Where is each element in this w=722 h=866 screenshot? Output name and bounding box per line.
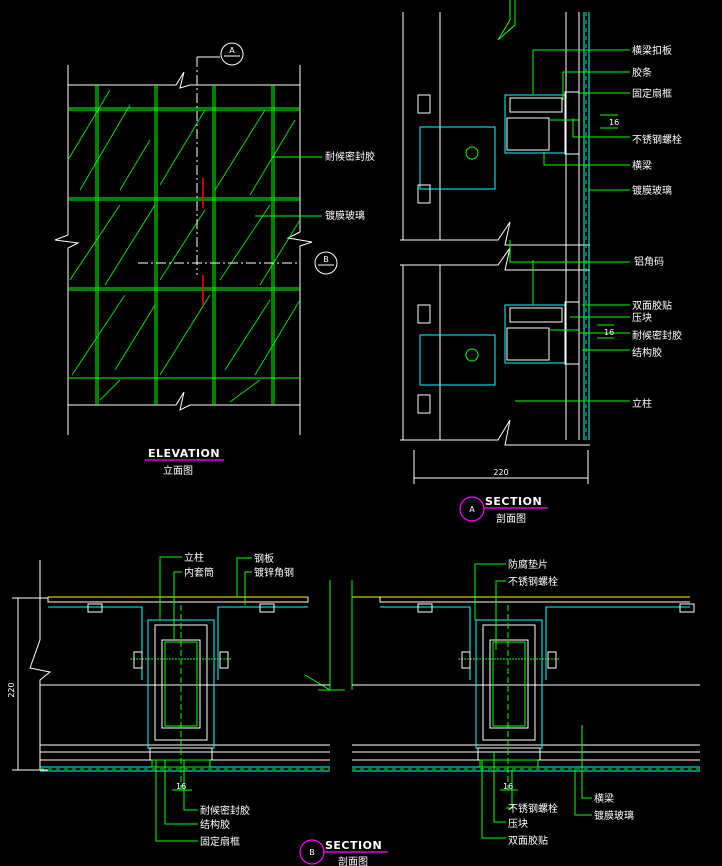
elevation-title: ELEVATION (148, 447, 220, 460)
label-double-tape: 双面胶贴 (632, 299, 672, 312)
elevation-view: A B 耐候密封胶 镀膜玻璃 ELEVATION 立面图 (54, 42, 375, 477)
label-pressure-block: 压块 (508, 818, 528, 830)
label-coated-glass: 镀膜玻璃 (632, 184, 672, 197)
dim-right-joint: 16 (503, 782, 513, 791)
label-galvanized-angle: 镀锌角钢 (254, 566, 294, 579)
label-coated-glass: 镀膜玻璃 (325, 209, 365, 222)
label-stainless-bolt: 不锈钢螺栓 (632, 133, 682, 146)
label-mullion: 立柱 (632, 397, 652, 410)
label-beam: 横梁 (594, 792, 614, 805)
label-weatherproof-sealant: 耐候密封胶 (632, 329, 682, 342)
label-mullion: 立柱 (184, 551, 204, 564)
label-fixed-frame: 固定扇框 (632, 87, 672, 100)
label-rubber-strip: 胶条 (632, 66, 652, 79)
section-b-view: 16 16 立柱 内套筒 钢板 镀锌角钢 防腐垫片 不锈钢螺栓 耐候密封胶 结构… (7, 551, 700, 866)
label-weatherproof-sealant: 耐候密封胶 (200, 804, 250, 817)
section-a-marker: A (469, 505, 475, 514)
label-beam: 横梁 (632, 159, 652, 172)
section-marker-a[interactable]: A (220, 42, 244, 66)
label-coated-glass: 镀膜玻璃 (594, 809, 634, 822)
label-anticorrosion-pad: 防腐垫片 (508, 558, 548, 571)
label-beam-cover: 横梁扣板 (632, 44, 672, 57)
svg-text:B: B (323, 255, 329, 264)
dim-joint-top: 16 (609, 118, 619, 127)
section-b-subtitle: 剖面图 (338, 855, 368, 866)
label-stainless-bolt-bottom: 不锈钢螺栓 (508, 802, 558, 815)
label-stainless-bolt: 不锈钢螺栓 (508, 575, 558, 588)
section-marker-b[interactable]: B (314, 251, 338, 275)
label-fixed-frame: 固定扇框 (200, 835, 240, 848)
svg-text:A: A (229, 46, 235, 55)
section-a-title: SECTION (485, 495, 542, 508)
label-structural-glue: 结构胶 (200, 818, 230, 831)
dim-height: 220 (7, 682, 16, 697)
label-aluminum-angle: 铝角码 (634, 256, 664, 268)
label-double-tape: 双面胶贴 (508, 834, 548, 847)
elevation-subtitle: 立面图 (163, 464, 193, 477)
dim-joint-bottom: 16 (604, 328, 614, 337)
section-a-view: 16 16 横梁扣板 胶条 固定扇框 不锈钢螺栓 横梁 镀膜玻璃 铝角码 双面胶… (400, 0, 682, 525)
label-structural-glue: 结构胶 (632, 346, 662, 359)
section-a-subtitle: 剖面图 (496, 512, 526, 525)
section-b-title: SECTION (325, 839, 382, 852)
label-pressure-block: 压块 (632, 312, 652, 324)
dim-width: 220 (493, 468, 508, 477)
dim-left-joint: 16 (176, 782, 186, 791)
section-b-marker: B (309, 848, 315, 857)
label-steel-plate: 钢板 (254, 552, 274, 565)
label-weatherproof-sealant: 耐候密封胶 (325, 150, 375, 163)
label-inner-sleeve: 内套筒 (184, 566, 214, 579)
